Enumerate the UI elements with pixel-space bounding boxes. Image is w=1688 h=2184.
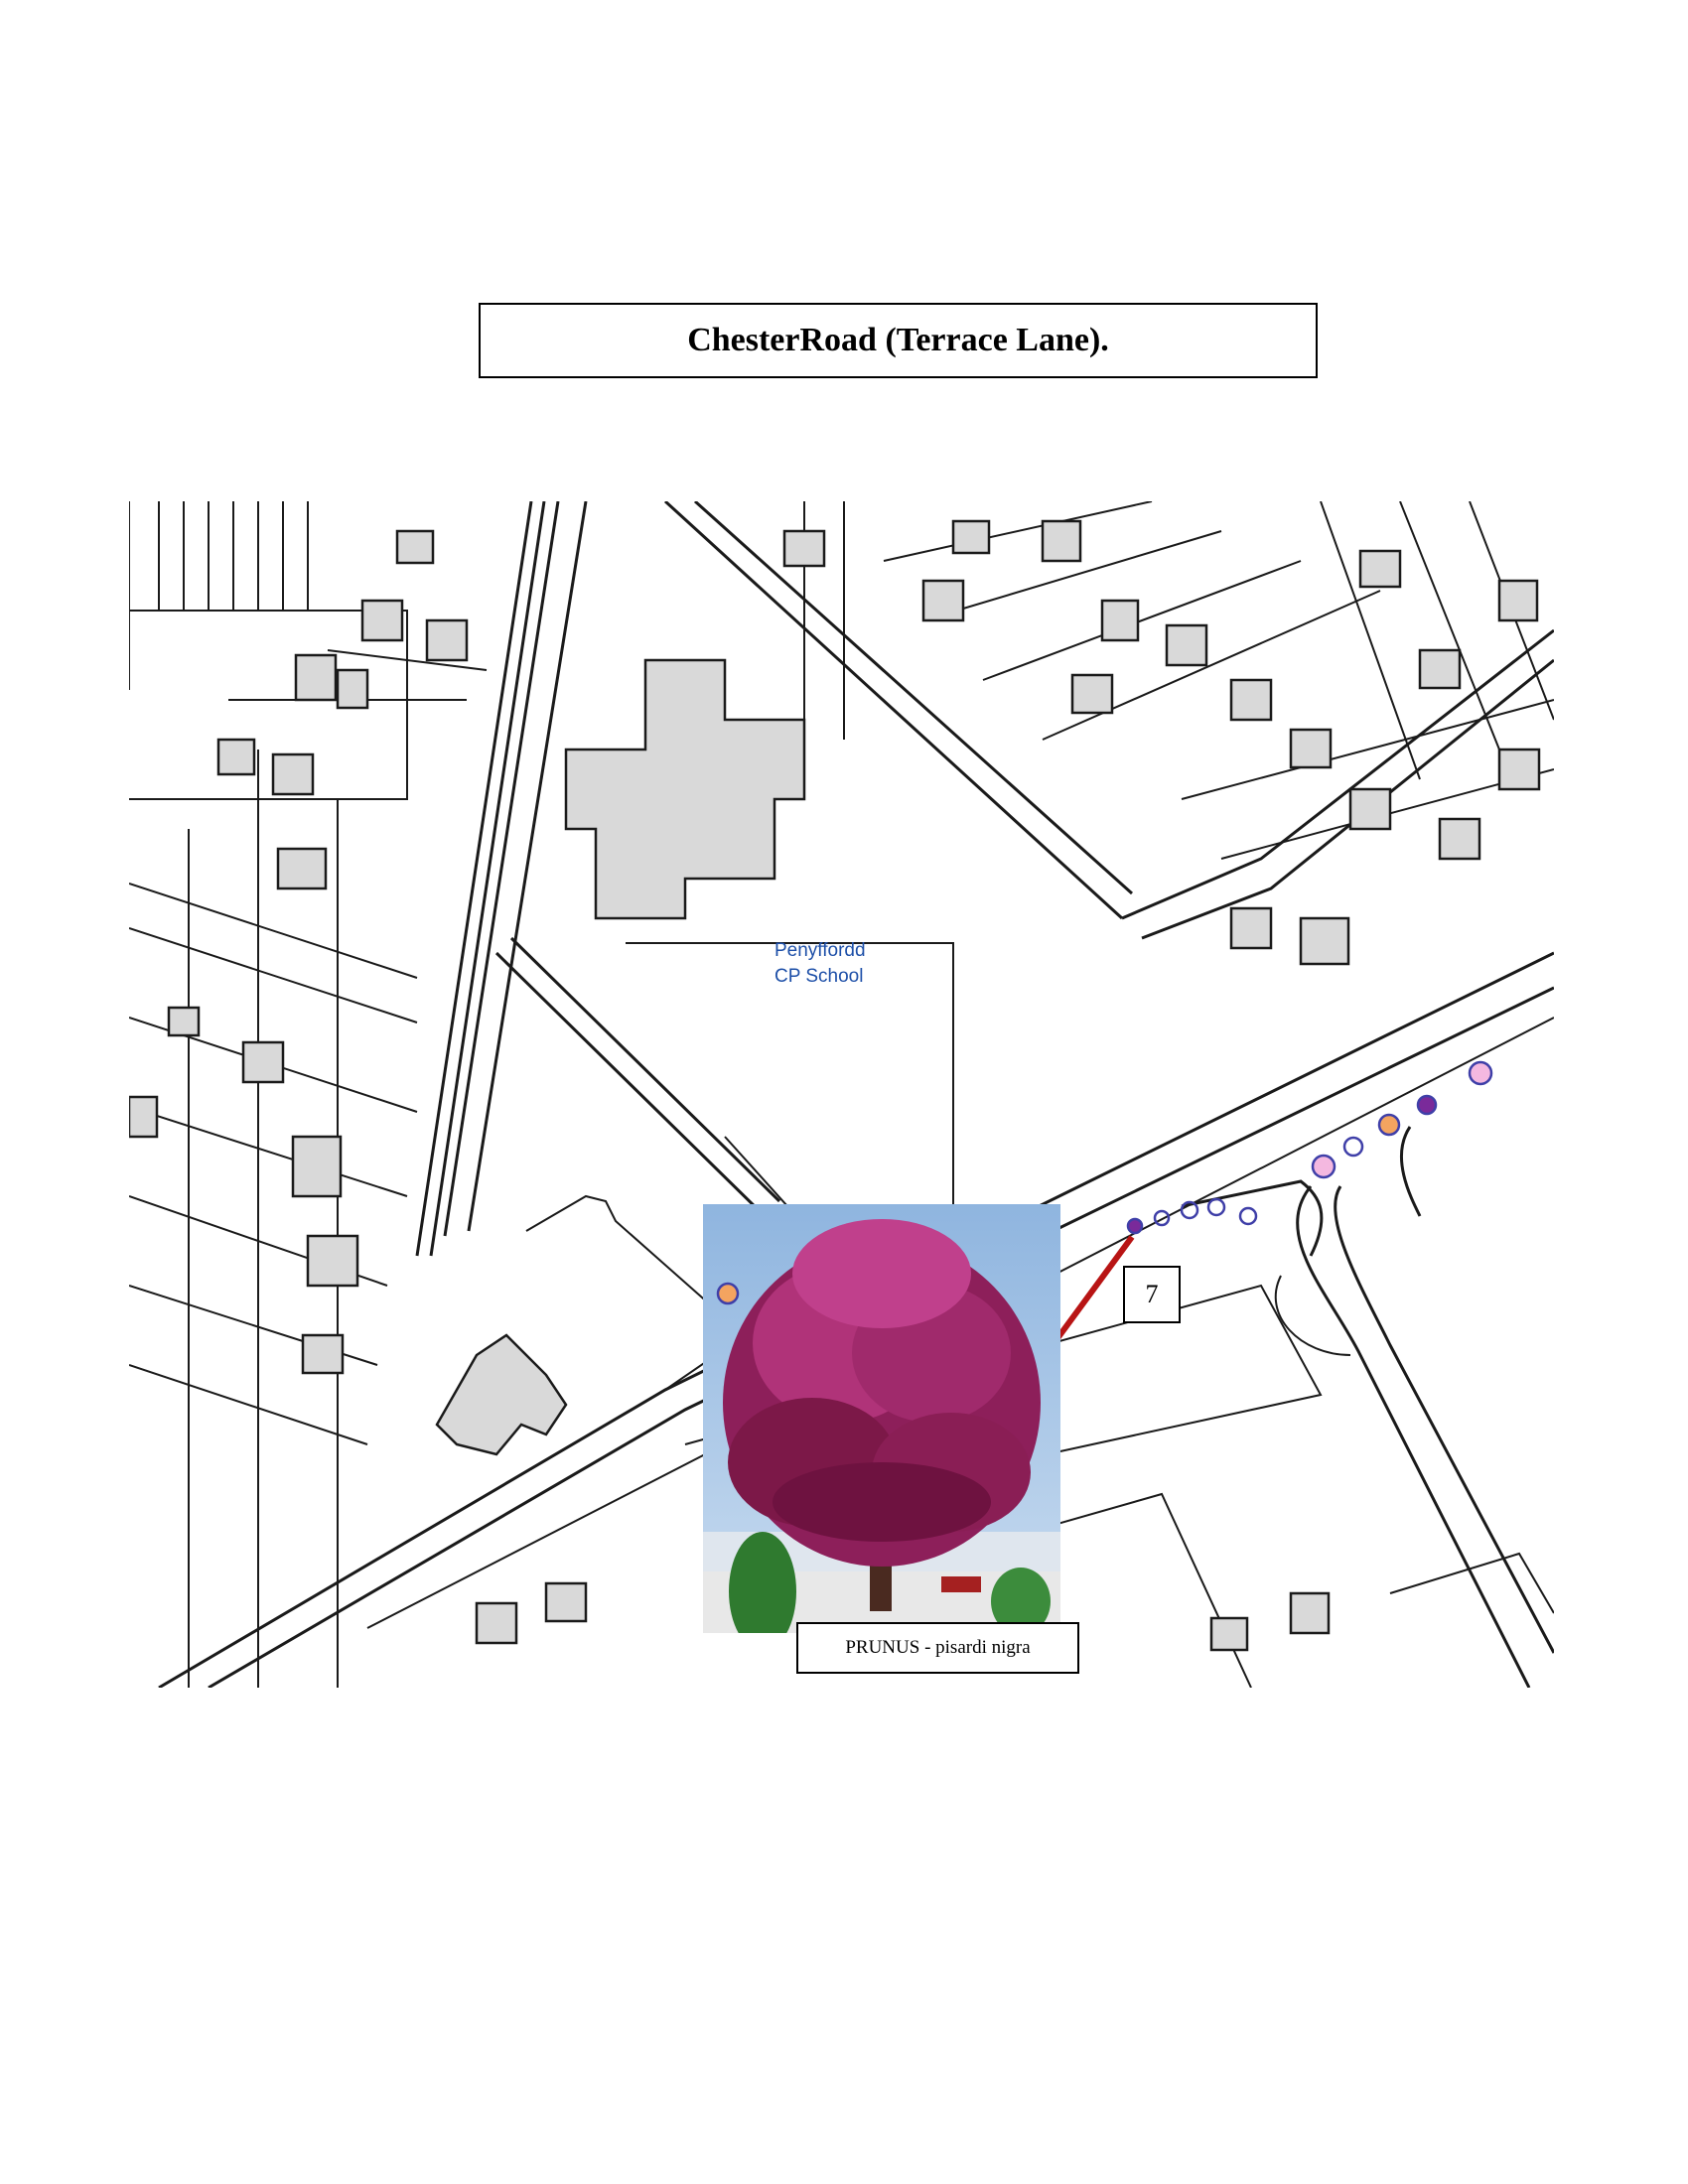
page-title: ChesterRoad (Terrace Lane). (687, 322, 1109, 358)
school-label: Penyffordd CP School (774, 940, 866, 987)
caption-box: PRUNUS - pisardi nigra (796, 1622, 1079, 1674)
photo-caption: PRUNUS - pisardi nigra (845, 1637, 1031, 1658)
marker-number: 7 (1145, 1280, 1159, 1308)
tree-photo (703, 1204, 1060, 1633)
map-linework (129, 501, 1554, 1688)
prunus-tree-image (703, 1204, 1060, 1633)
marker-number-box: 7 (1123, 1266, 1181, 1323)
title-box: ChesterRoad (Terrace Lane). (479, 303, 1318, 378)
